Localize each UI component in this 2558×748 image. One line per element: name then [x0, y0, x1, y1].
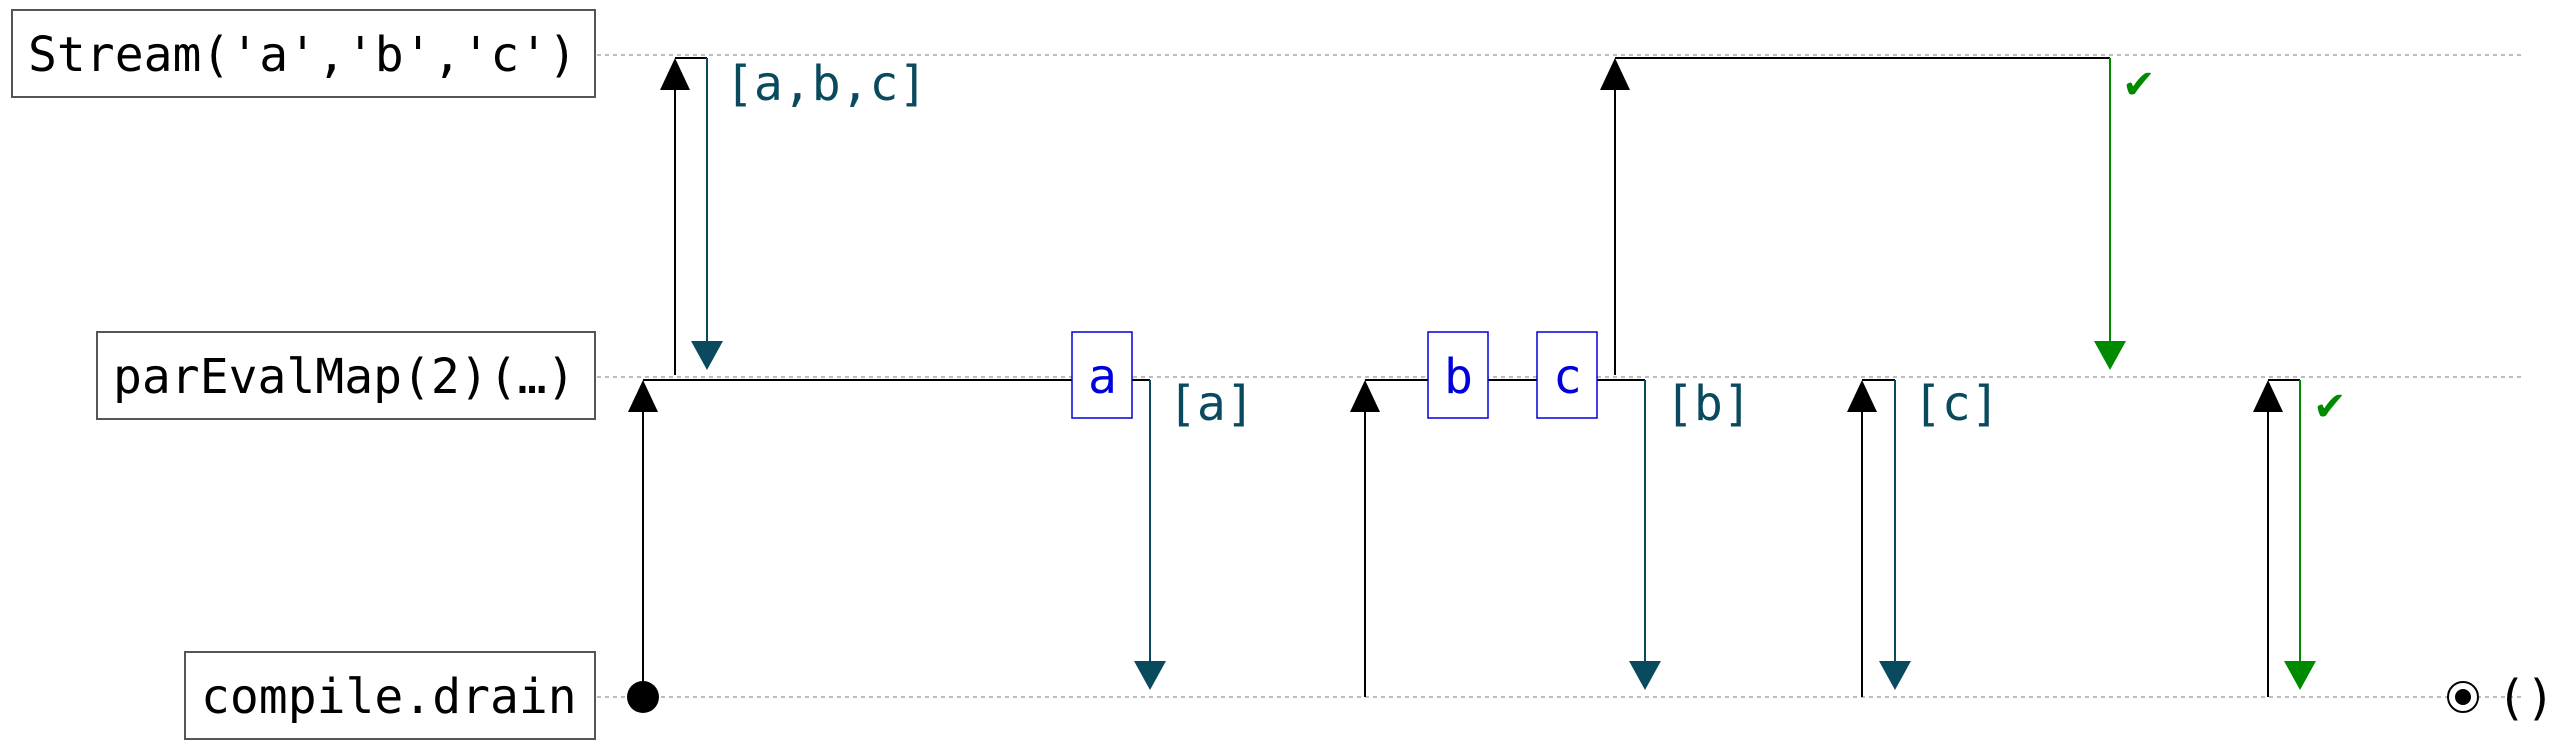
emission-label-chunk-a: [a]: [1168, 376, 1255, 432]
lane-label-stream: Stream('a','b','c'): [28, 27, 577, 83]
done-mark-stream: ✔: [2122, 62, 2156, 108]
element-box-b: b: [1427, 331, 1489, 419]
element-label-b: b: [1444, 349, 1473, 405]
lane-label-par-eval-map: parEvalMap(2)(…): [113, 349, 575, 405]
emit-arrow-chunk-b: [1629, 380, 1661, 690]
lane-par-eval-map: parEvalMap(2)(…): [96, 331, 596, 420]
lane-drain: compile.drain: [184, 651, 596, 740]
element-box-a: a: [1071, 331, 1133, 419]
done-arrow-par-eval-map: [2284, 380, 2316, 690]
emit-arrow-chunk-c: [1879, 380, 1911, 690]
done-mark-par-eval-map: ✔: [2313, 384, 2347, 430]
emit-arrow-stream-chunk: [691, 58, 723, 370]
drain-result: (): [2497, 670, 2555, 726]
pull-arrow-drain-1: [628, 379, 1100, 697]
drain-end-marker: [2447, 681, 2479, 713]
emit-arrow-chunk-a: [1134, 380, 1166, 690]
emission-label-chunk-c: [c]: [1913, 376, 2000, 432]
emission-label-stream-chunk: [a,b,c]: [725, 56, 927, 112]
pull-arrow-par-eval-map-1: [660, 57, 707, 375]
lane-stream: Stream('a','b','c'): [11, 9, 596, 98]
pull-arrow-drain-4: [2253, 379, 2300, 697]
pull-arrow-drain-3: [1847, 379, 1895, 697]
emission-label-chunk-b: [b]: [1665, 376, 1752, 432]
pull-arrow-drain-2: [1350, 379, 1645, 697]
done-arrow-stream: [2094, 58, 2126, 370]
pull-arrow-par-eval-map-2: [1600, 57, 2110, 375]
element-label-a: a: [1088, 349, 1117, 405]
lane-label-drain: compile.drain: [201, 669, 577, 725]
element-box-c: c: [1536, 331, 1598, 419]
element-label-c: c: [1553, 349, 1582, 405]
